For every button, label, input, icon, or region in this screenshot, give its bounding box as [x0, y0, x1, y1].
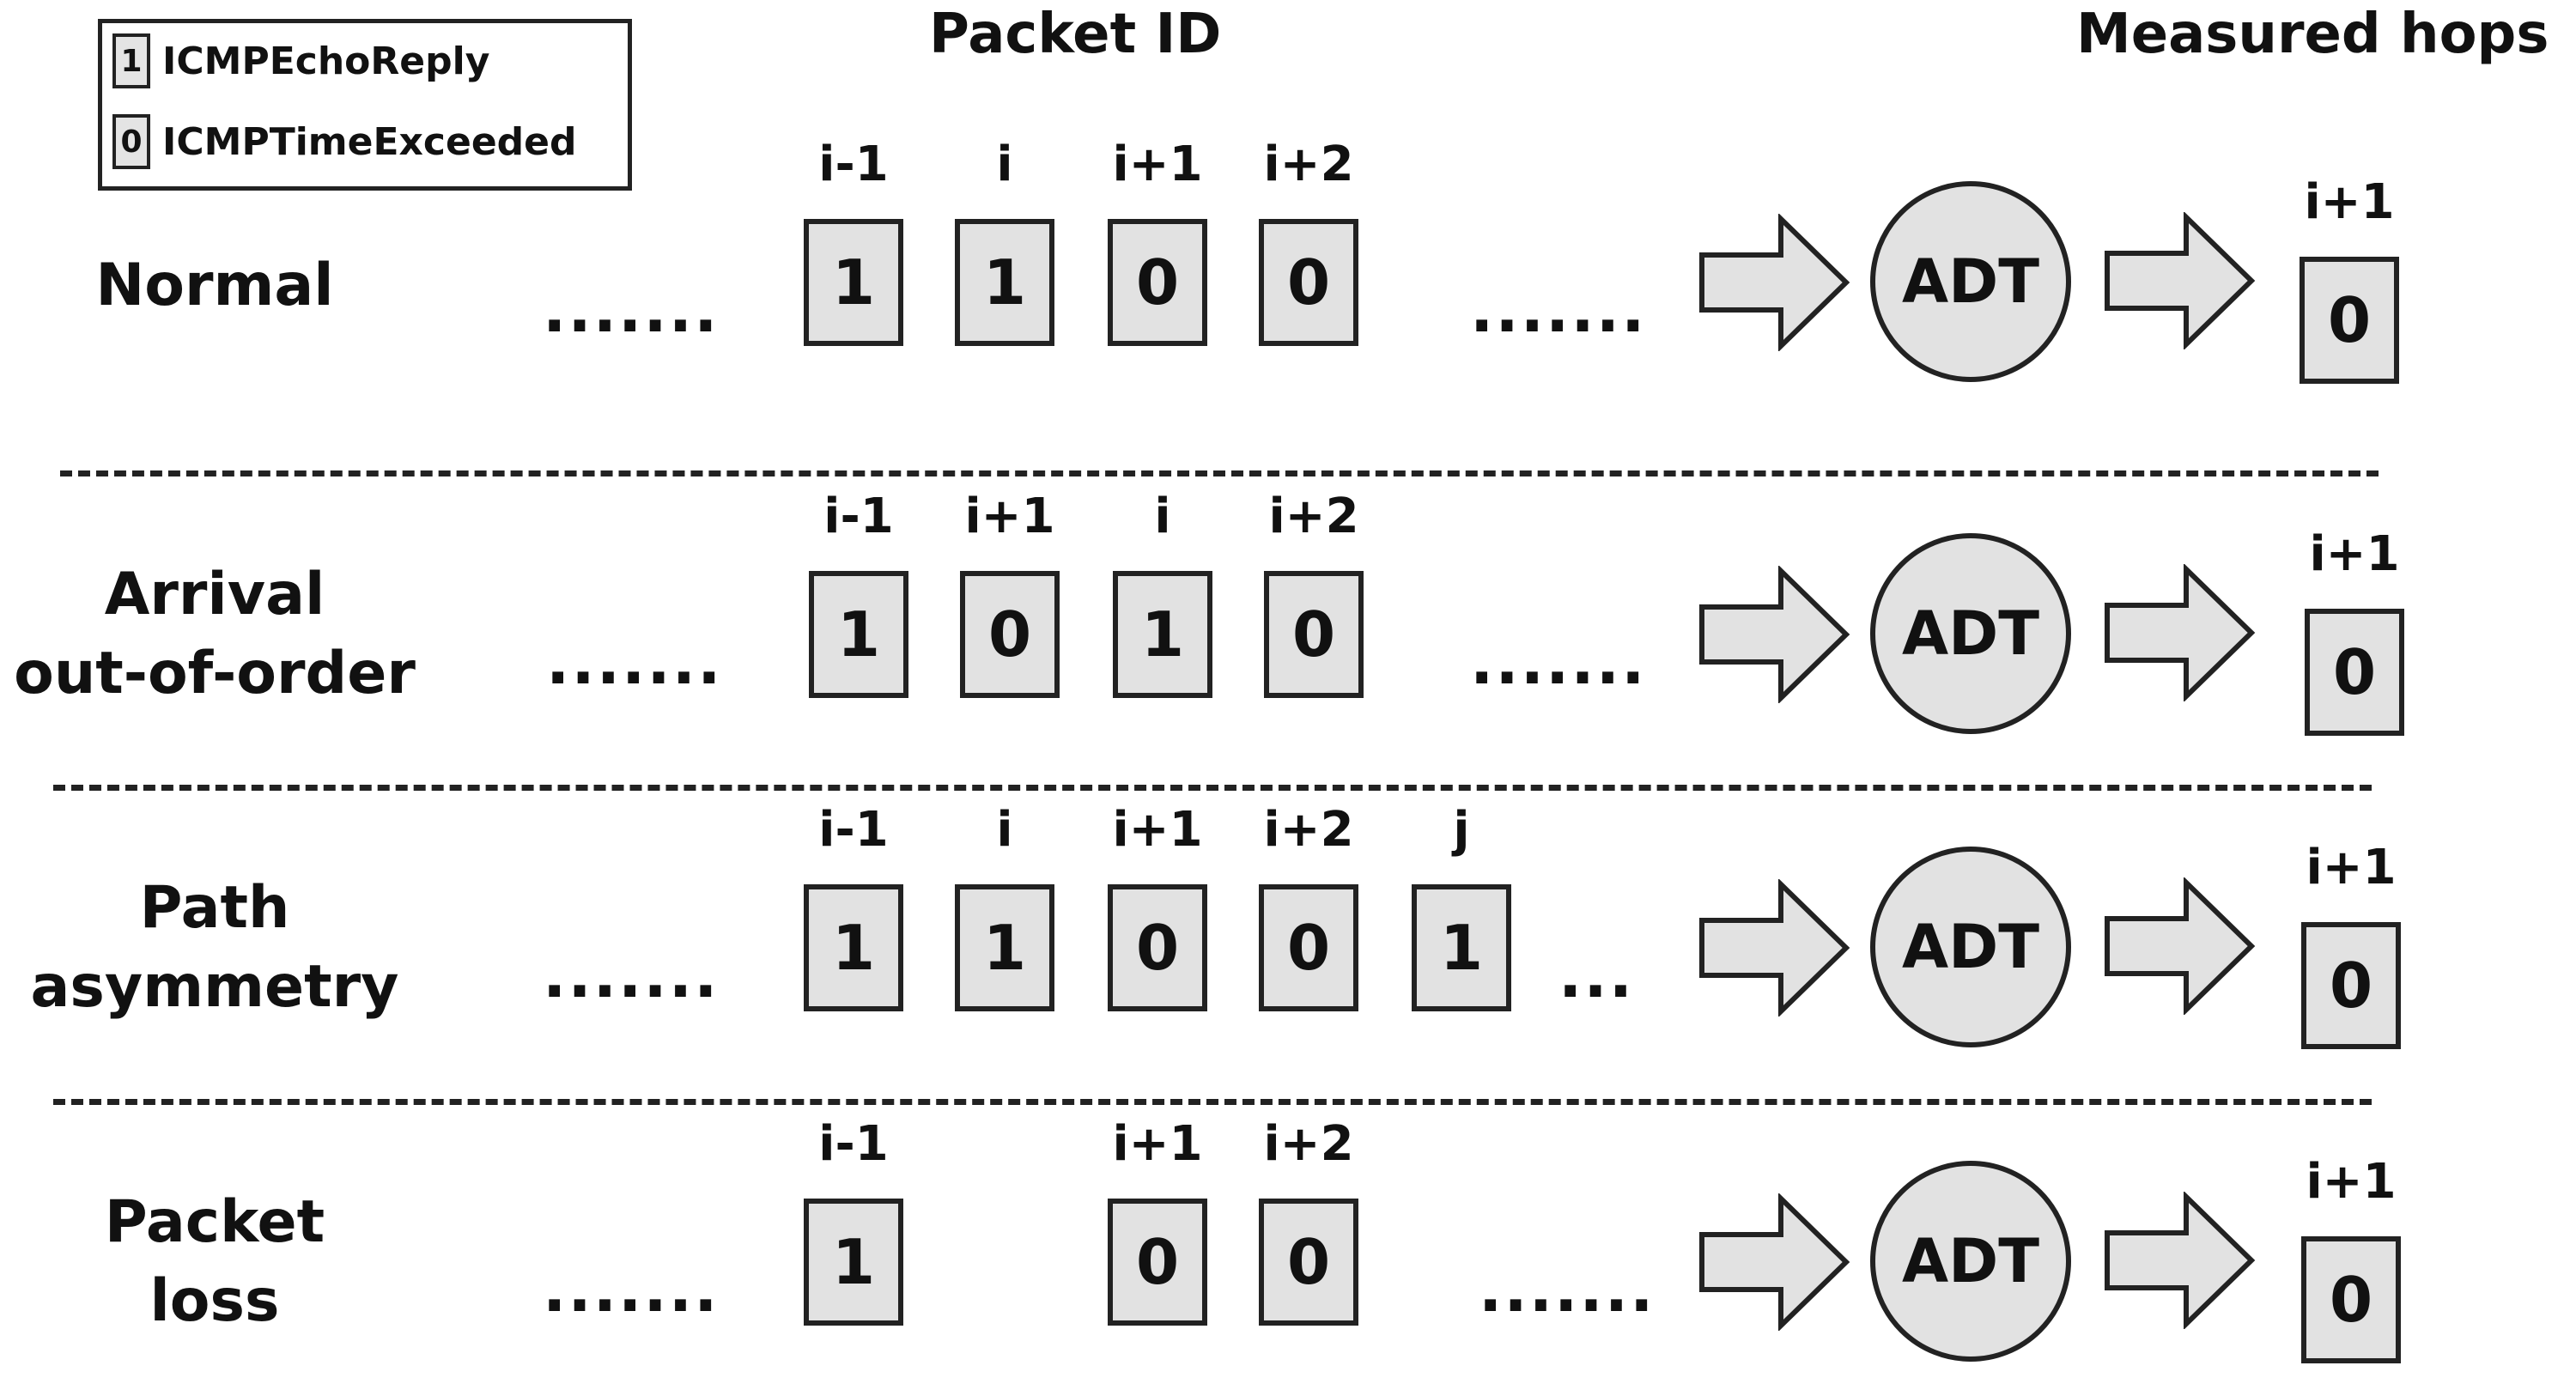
legend-label-echo-reply: ICMPEchoReply: [162, 39, 490, 83]
packet-id-label: i+1: [964, 489, 1055, 544]
leading-dots: .......: [543, 274, 720, 346]
packet-box: 1: [809, 571, 908, 698]
trailing-dots: ...: [1558, 939, 1635, 1011]
packet-id-label: i+1: [1112, 802, 1203, 858]
packet-box: 0: [1108, 1199, 1207, 1326]
packet-id-label: i+2: [1263, 1116, 1354, 1172]
adt-node: ADT: [1870, 533, 2071, 734]
row-label-line: Normal: [95, 252, 334, 319]
result-id-label: i+1: [2306, 1154, 2397, 1210]
row-label-line: asymmetry: [30, 952, 399, 1021]
packet-box: 1: [1113, 571, 1212, 698]
row-divider: [53, 785, 2372, 791]
row-label-line: Path: [139, 874, 290, 942]
packet-box: 0: [1259, 1199, 1358, 1326]
packet-id-label: i: [996, 802, 1013, 858]
right-arrow-icon: [1697, 566, 1851, 703]
row-divider: [60, 470, 2379, 476]
right-arrow-icon: [2102, 877, 2257, 1015]
result-id-label: i+1: [2306, 840, 2397, 895]
leading-dots: .......: [546, 626, 723, 698]
adt-node: ADT: [1870, 847, 2071, 1047]
right-arrow-icon: [1697, 214, 1851, 351]
packet-box: 0: [960, 571, 1060, 698]
row-label: Normal: [0, 246, 429, 325]
right-arrow-icon: [1697, 1193, 1851, 1331]
packet-box: 1: [955, 219, 1054, 346]
result-id-label: i+1: [2304, 174, 2395, 230]
row-label-line: loss: [149, 1266, 280, 1335]
result-box: 0: [2300, 257, 2399, 384]
leading-dots: .......: [543, 1253, 720, 1326]
row-label: Arrival out-of-order: [0, 555, 429, 713]
packet-id-header: Packet ID: [929, 3, 1222, 66]
packet-id-label: i-1: [818, 137, 889, 192]
leading-dots: .......: [543, 939, 720, 1011]
legend-swatch-echo-reply: 1: [112, 33, 150, 88]
legend-swatch-time-exceeded: 0: [112, 114, 150, 169]
packet-id-label: i+2: [1268, 489, 1359, 544]
trailing-dots: .......: [1470, 274, 1647, 346]
result-box: 0: [2301, 1236, 2401, 1363]
packet-box: 1: [804, 219, 903, 346]
row-label-line: Arrival: [104, 561, 325, 628]
packet-id-label: i: [996, 137, 1013, 192]
packet-box: 1: [804, 1199, 903, 1326]
result-id-label: i+1: [2309, 526, 2400, 582]
packet-box: 0: [1108, 219, 1207, 346]
legend-item-echo-reply: 1 ICMPEchoReply: [112, 33, 489, 88]
packet-box: 1: [804, 884, 903, 1011]
packet-id-label: i-1: [818, 802, 889, 858]
right-arrow-icon: [2102, 564, 2257, 701]
legend-label-time-exceeded: ICMPTimeExceeded: [162, 119, 577, 164]
result-box: 0: [2301, 922, 2401, 1049]
packet-box: 1: [1412, 884, 1511, 1011]
packet-id-label: i+2: [1263, 137, 1354, 192]
result-box: 0: [2305, 609, 2404, 736]
packet-box: 0: [1259, 219, 1358, 346]
row-divider: [53, 1099, 2372, 1105]
row-label: Path asymmetry: [0, 869, 429, 1027]
right-arrow-icon: [1697, 879, 1851, 1017]
packet-id-label: i+1: [1112, 1116, 1203, 1172]
packet-id-label: i-1: [818, 1116, 889, 1172]
packet-id-label: i+2: [1263, 802, 1354, 858]
legend-item-time-exceeded: 0 ICMPTimeExceeded: [112, 114, 577, 169]
packet-box: 1: [955, 884, 1054, 1011]
packet-box: 0: [1259, 884, 1358, 1011]
row-label-line: out-of-order: [14, 639, 416, 707]
row-label-line: Packet: [104, 1188, 325, 1256]
legend: 1 ICMPEchoReply 0 ICMPTimeExceeded: [98, 19, 632, 191]
adt-node: ADT: [1870, 1161, 2071, 1362]
packet-id-label: j: [1453, 802, 1470, 858]
packet-id-label: i-1: [823, 489, 894, 544]
row-label: Packet loss: [0, 1183, 429, 1341]
right-arrow-icon: [2102, 212, 2257, 349]
packet-box: 0: [1264, 571, 1364, 698]
packet-id-label: i: [1154, 489, 1171, 544]
packet-id-label: i+1: [1112, 137, 1203, 192]
right-arrow-icon: [2102, 1192, 2257, 1329]
adt-node: ADT: [1870, 181, 2071, 382]
trailing-dots: .......: [1470, 626, 1647, 698]
measured-hops-header: Measured hops: [2076, 3, 2549, 66]
packet-box: 0: [1108, 884, 1207, 1011]
trailing-dots: .......: [1479, 1253, 1656, 1326]
